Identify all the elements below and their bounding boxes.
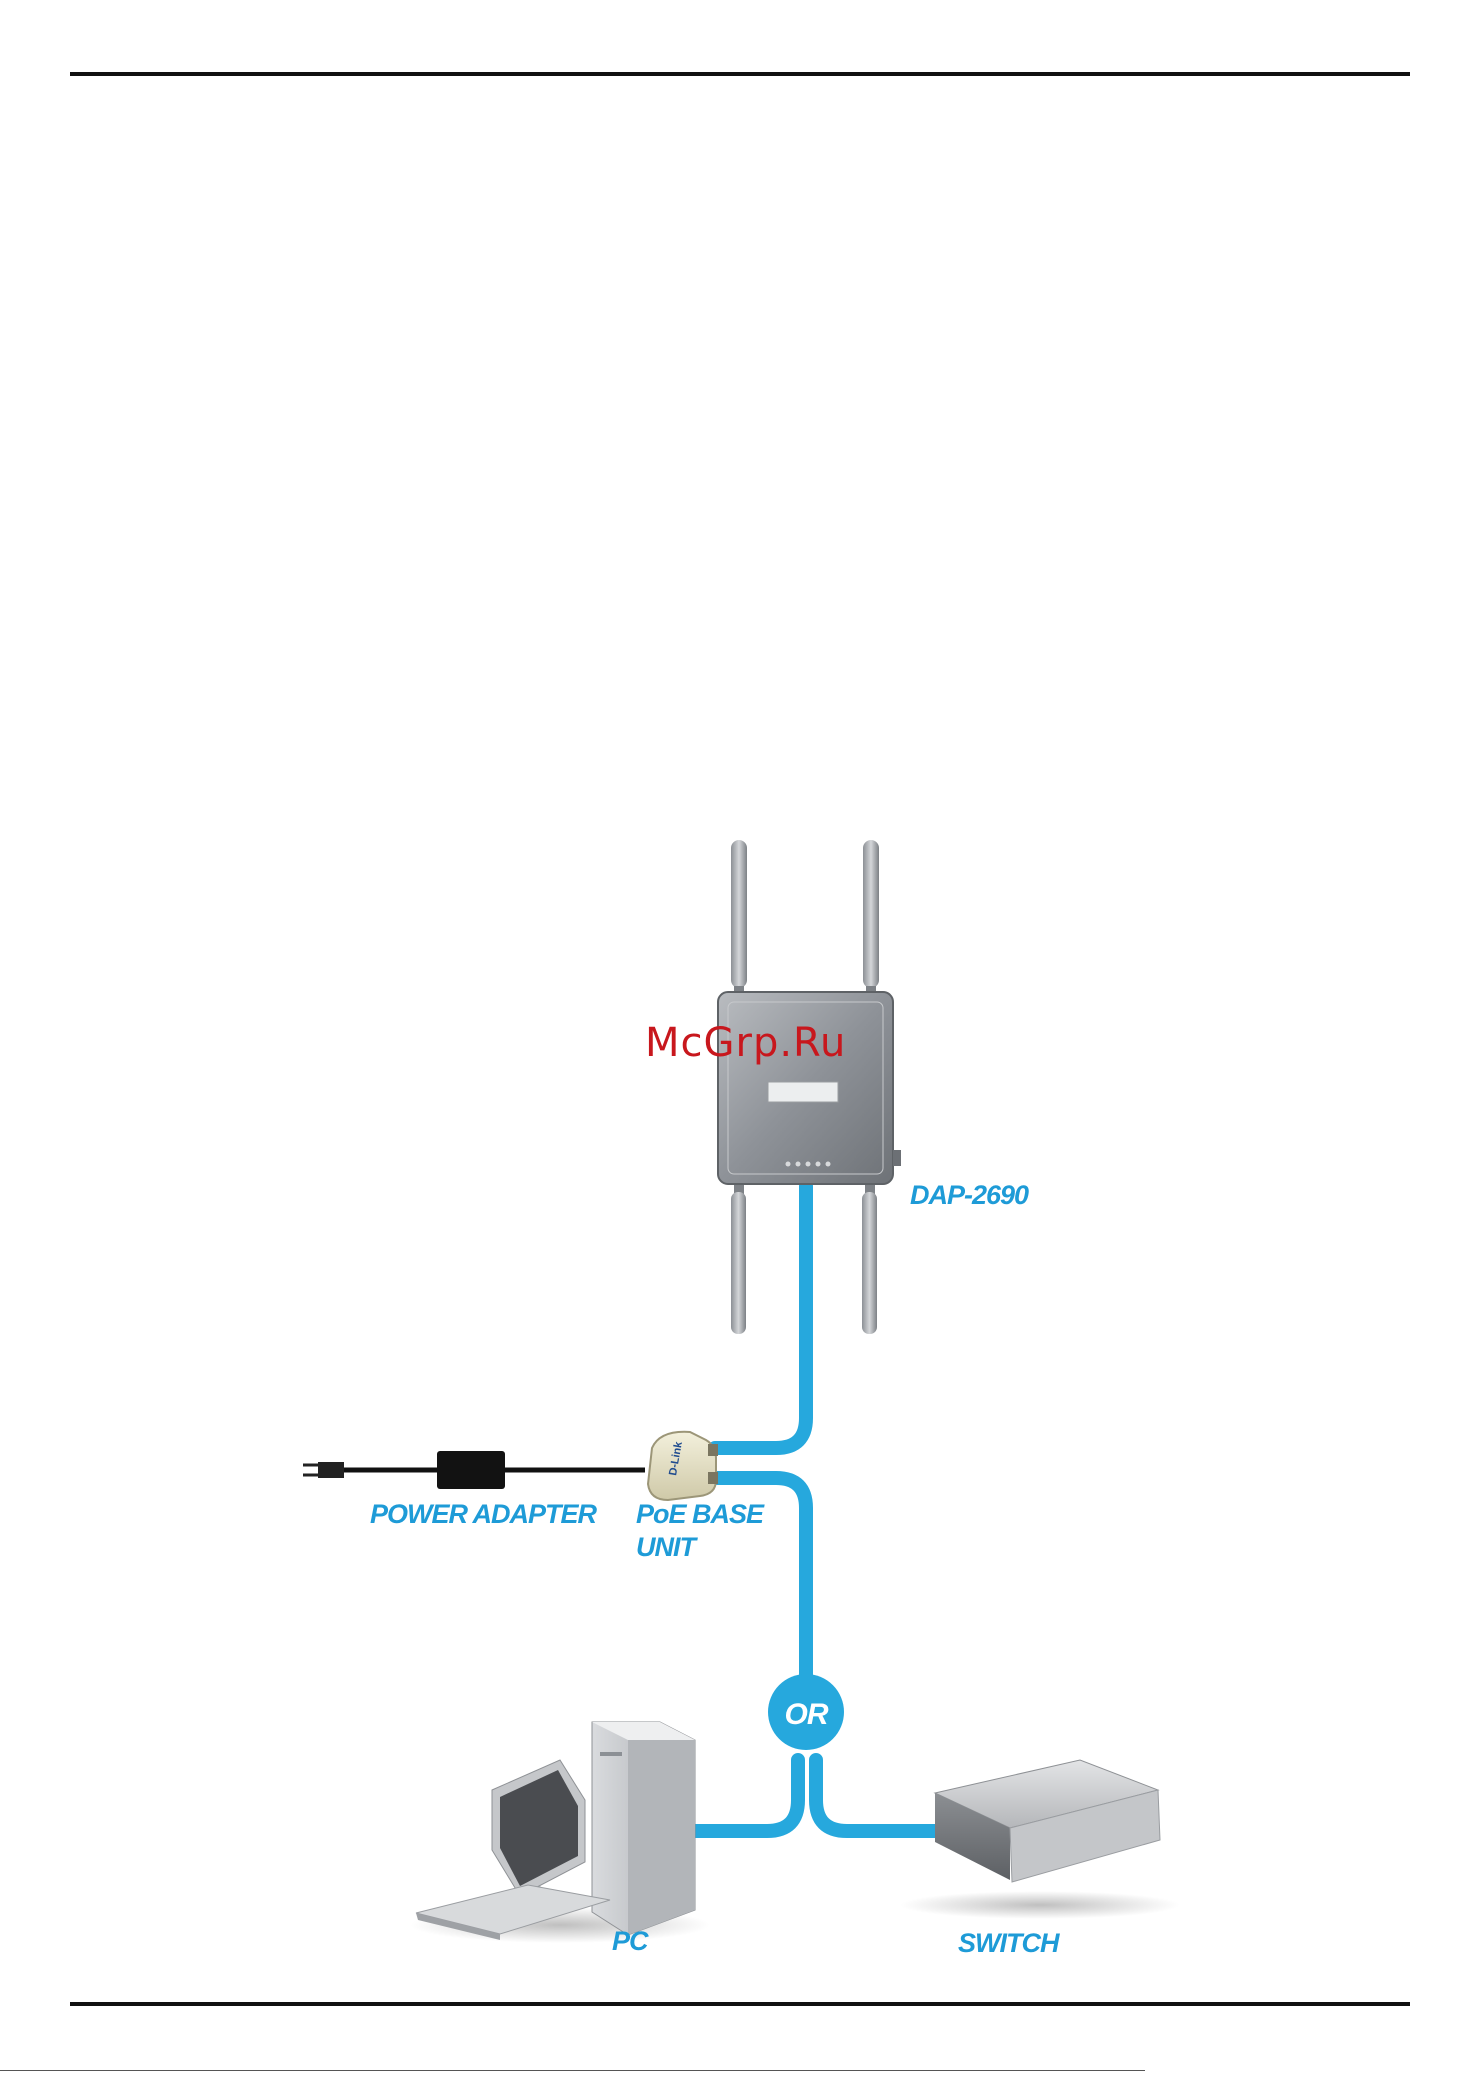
watermark: McGrp.Ru bbox=[645, 1020, 846, 1066]
pc-label: PC bbox=[612, 1926, 649, 1956]
bottom-edge-line bbox=[0, 2070, 1145, 2071]
desktop-computer-icon bbox=[410, 1722, 710, 1943]
power-cord bbox=[303, 1451, 645, 1489]
cable-ap-to-poe bbox=[715, 1186, 806, 1448]
cable-or-to-pc bbox=[695, 1760, 798, 1831]
bottom-rule bbox=[70, 2002, 1410, 2006]
poe-injector-icon: D-Link bbox=[648, 1432, 718, 1500]
or-label: OR bbox=[785, 1698, 829, 1731]
poe-unit-label-line1: PoE BASE bbox=[636, 1499, 765, 1529]
poe-unit-label-line2: UNIT bbox=[636, 1532, 698, 1562]
switch-label: SWITCH bbox=[958, 1928, 1060, 1958]
power-adapter-label: POWER ADAPTER bbox=[370, 1499, 598, 1529]
network-switch-icon bbox=[900, 1760, 1180, 1919]
or-connector: OR bbox=[768, 1674, 844, 1750]
cable-or-to-switch bbox=[816, 1760, 940, 1831]
access-point-label: DAP-2690 bbox=[910, 1180, 1029, 1210]
